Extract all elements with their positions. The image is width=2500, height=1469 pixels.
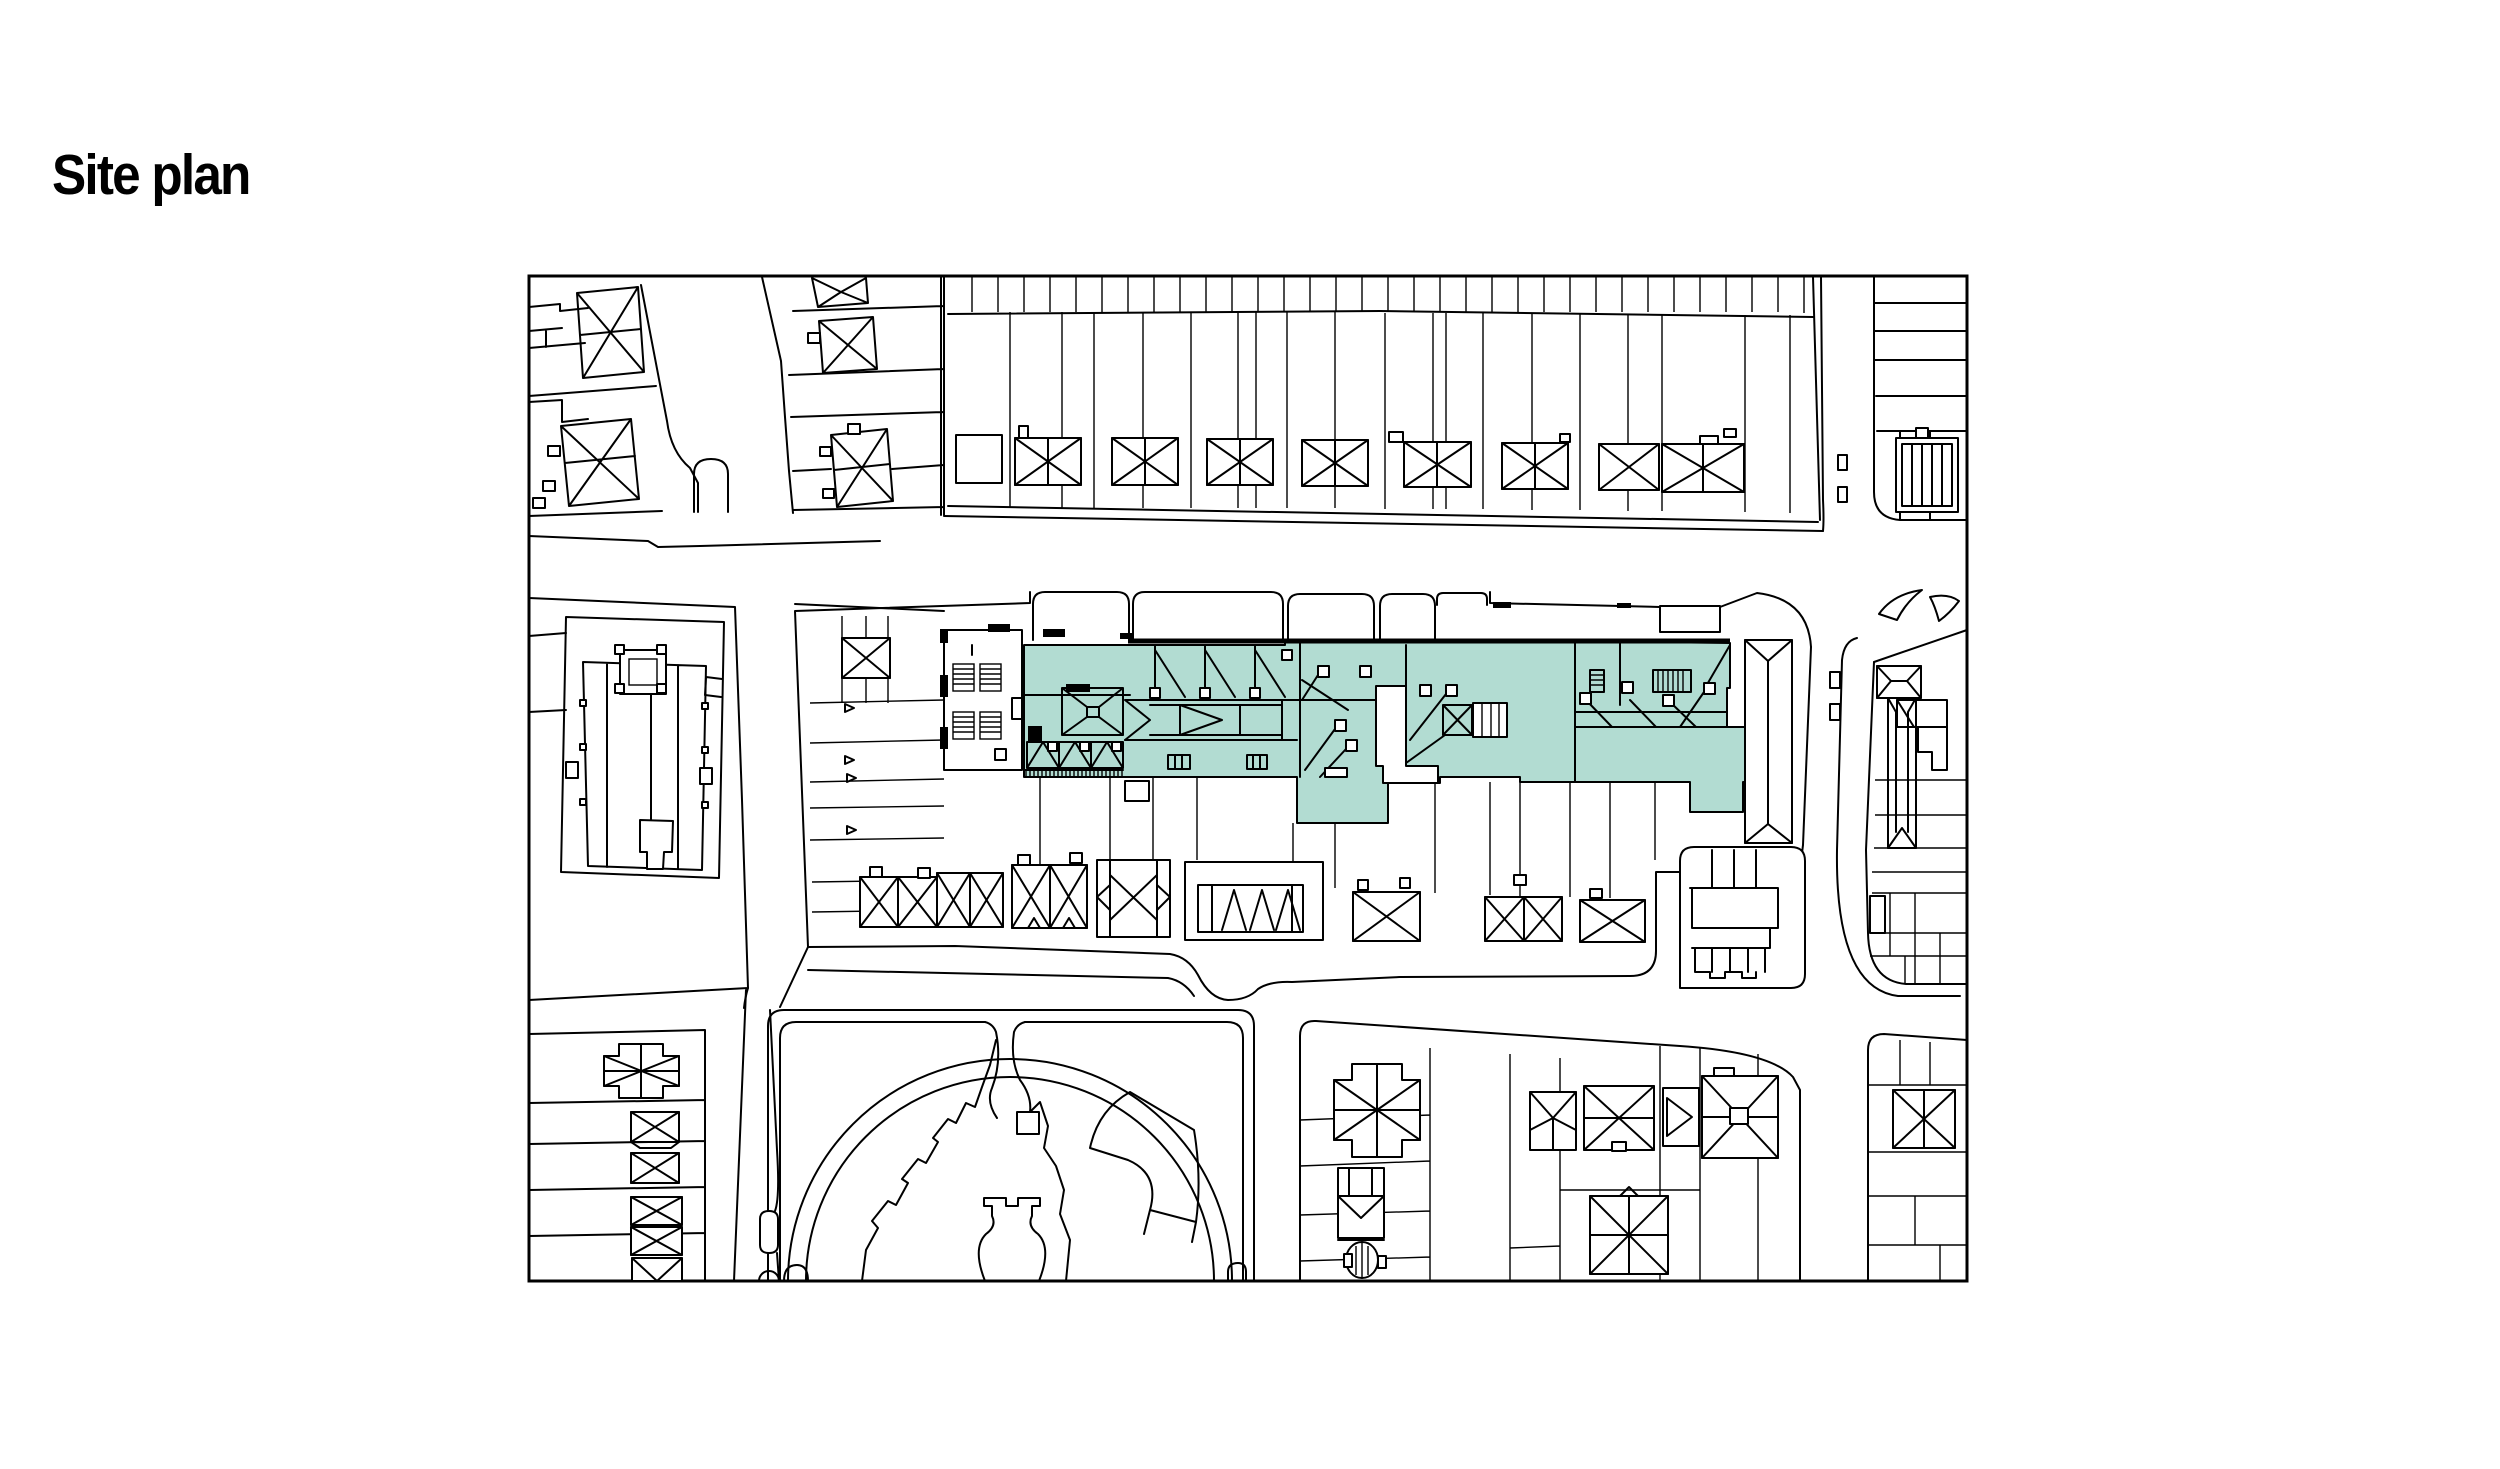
street-bins xyxy=(1829,454,1848,721)
vertical-street-west-kerb xyxy=(1820,276,1825,532)
right-edge-middle-block xyxy=(1835,629,1968,997)
roof-details xyxy=(1023,640,1731,783)
east-houses xyxy=(1679,639,1806,989)
northwest-housing-block xyxy=(528,276,881,548)
right-edge-bottom-block xyxy=(1867,1033,1968,1282)
planting-bed xyxy=(1089,1091,1200,1243)
church-apse xyxy=(639,819,674,870)
arcade-hatching xyxy=(1025,770,1123,777)
courtyard xyxy=(1375,685,1439,784)
top-right-terrace-rows xyxy=(943,276,1824,532)
highlighted-building xyxy=(1023,638,1746,824)
church-nave xyxy=(582,661,707,871)
skylight-building xyxy=(940,624,1023,771)
ring-path xyxy=(787,1058,1233,1282)
south-house-row xyxy=(859,852,1646,943)
central-feature xyxy=(977,1197,1047,1282)
terrace-plots-west xyxy=(809,616,945,913)
hipped-roof-houses-row xyxy=(1014,425,1745,493)
traffic-islands xyxy=(1878,589,1960,622)
bottom-right-housing xyxy=(1299,1019,1801,1282)
circular-park xyxy=(733,989,1255,1282)
page-title: Site plan xyxy=(52,143,251,207)
rear-gardens xyxy=(1039,777,1656,898)
bottom-left-housing xyxy=(528,1029,706,1282)
inner-lawn-boundary xyxy=(861,1039,1071,1282)
church-block xyxy=(528,597,749,1001)
street-front-building xyxy=(1659,605,1721,633)
top-center-housing-block xyxy=(788,276,945,612)
street-forecourts xyxy=(1032,591,1721,641)
northeast-block xyxy=(1820,276,1968,721)
chimneys xyxy=(1047,649,1716,752)
